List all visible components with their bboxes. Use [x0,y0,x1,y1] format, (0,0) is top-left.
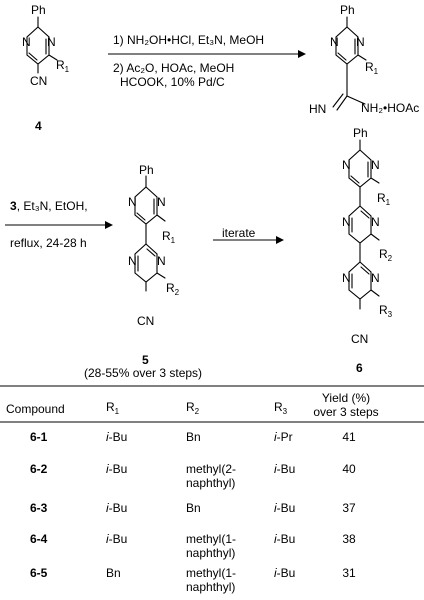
table-row: 6-4 i-Bu methyl(1- naphthyl) i-Bu 38 [30,532,356,560]
cell-compound: 6-5 [30,566,48,580]
cell-r3: i-Bu [274,532,295,546]
cell-compound: 6-4 [30,532,48,546]
cell-compound: 6-3 [30,501,48,515]
compound-5-number: 5 [142,353,149,367]
step-2-reagents: 3, Et₃N, EtOH, [10,199,88,213]
nitrogen-label: N [128,195,137,209]
compound-6-number: 6 [356,361,363,375]
header-yield-line-2: over 3 steps [313,405,378,419]
cell-r3: i-Bu [274,566,295,580]
nitrogen-label: N [356,35,365,49]
header-yield-line-1: Yield (%) [322,391,370,405]
header-r3: R3 [274,400,288,416]
cell-r1: i-Bu [106,430,127,444]
phenyl-label: Ph [139,163,154,177]
cell-yield: 37 [342,501,356,515]
nitrogen-label: N [157,195,166,209]
header-r1: R1 [106,400,120,416]
cell-r2-line-1: methyl(1- [186,566,236,580]
cell-r2-line-2: naphthyl) [186,580,235,594]
cell-r2: Bn [186,430,201,444]
step-1-line-3: HCOOK, 10% Pd/C [120,75,225,89]
cell-compound: 6-1 [30,430,48,444]
nitrogen-label: N [342,271,351,285]
step-2-conditions-text: reflux, 24-28 h [10,236,87,250]
nitrogen-label: N [371,158,380,172]
nitrogen-label: N [22,35,31,49]
imine-label: HN [309,102,326,116]
compound-5-yield-note: (28-55% over 3 steps) [84,366,202,380]
nitrogen-label: N [371,215,380,229]
phenyl-label: Ph [340,3,355,17]
cell-r2: Bn [186,501,201,515]
nitrogen-label: N [342,158,351,172]
step-2-conditions: 3, Et₃N, EtOH, reflux, 24-28 h [5,199,113,250]
cell-r1: i-Bu [106,462,127,476]
cell-r2-line-1: methyl(2- [186,462,236,476]
r3-label: R3 [379,303,393,319]
cell-yield: 41 [342,430,356,444]
header-compound: Compound [6,402,65,416]
table-header: Compound R1 R2 R3 Yield (%) over 3 steps [6,391,379,419]
nitrogen-label: N [47,35,56,49]
table-row: 6-5 Bn methyl(1- naphthyl) i-Bu 31 [30,566,356,594]
compound-5-structure: Ph N N R1 N N R2 CN 5 (28-55% over 3 ste… [84,163,202,380]
nitrile-label: CN [30,74,47,88]
table-row: 6-3 i-Bu Bn i-Bu 37 [30,501,356,515]
cell-r1: i-Bu [106,532,127,546]
cell-r1: i-Bu [106,501,127,515]
nitrile-label: CN [137,314,154,328]
step-1-line-2: 2) Ac₂O, HOAc, MeOH [113,61,234,75]
nitrogen-label: N [157,254,166,268]
cell-r1: Bn [106,566,121,580]
yield-table: Compound R1 R2 R3 Yield (%) over 3 steps… [0,385,424,594]
compound-6-structure: Ph N N R1 N N R2 N N R3 CN 6 [342,126,393,375]
iterate-label: iterate [222,226,256,240]
table-row: 6-1 i-Bu Bn i-Pr 41 [30,430,356,444]
nitrogen-label: N [128,254,137,268]
amidine-structure: Ph N N R1 HN NH₂•HOAc [309,3,419,116]
nitrogen-label: N [330,35,339,49]
nitrogen-label: N [371,271,380,285]
step-1-line-1: 1) NH₂OH•HCl, Et₃N, MeOH [113,33,264,47]
table-row: 6-2 i-Bu methyl(2- naphthyl) i-Bu 40 [30,462,356,490]
amine-acetate-label: NH₂•HOAc [361,101,419,115]
compound-4-number: 4 [35,119,42,133]
nitrile-label: CN [351,332,368,346]
cell-yield: 40 [342,462,356,476]
r1-label: R1 [56,58,70,74]
header-r2: R2 [186,400,200,416]
cell-r3: i-Bu [274,501,295,515]
r1-label: R1 [365,60,379,76]
iterate-arrow: iterate [213,226,284,244]
step-1-arrow: 1) NH₂OH•HCl, Et₃N, MeOH 2) Ac₂O, HOAc, … [108,33,306,89]
cell-r3: i-Pr [274,430,293,444]
phenyl-label: Ph [353,126,368,140]
cell-r2-line-2: naphthyl) [186,476,235,490]
r2-label: R2 [166,281,180,297]
r2-label: R2 [379,247,393,263]
cell-r2-line-2: naphthyl) [186,546,235,560]
cell-yield: 31 [342,566,356,580]
r1-label: R1 [162,229,176,245]
r1-label: R1 [377,191,391,207]
cell-compound: 6-2 [30,462,48,476]
cell-r3: i-Bu [274,462,295,476]
phenyl-label: Ph [31,3,46,17]
compound-4-structure: Ph N N R1 CN 4 [22,3,70,133]
nitrogen-label: N [342,215,351,229]
cell-yield: 38 [342,532,356,546]
cell-r2-line-1: methyl(1- [186,532,236,546]
